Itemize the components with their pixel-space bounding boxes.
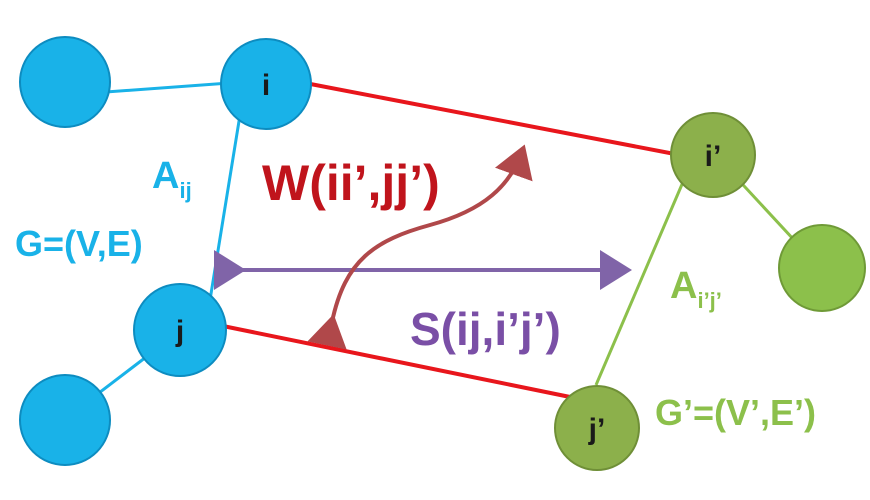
node-g2-j xyxy=(554,385,640,471)
match-edge-i-i2 xyxy=(299,80,681,157)
node-g-j xyxy=(133,283,227,377)
edge-label-aij: Aij xyxy=(152,155,192,203)
edge-g2-i-j xyxy=(594,181,685,386)
graph-g-label: G=(V,E) xyxy=(15,223,143,264)
node-g-j-label: j xyxy=(175,315,184,348)
edge-g-i-j xyxy=(208,114,242,301)
node-g-bottomleft xyxy=(19,374,111,466)
node-g2-i-label: i’ xyxy=(705,140,722,173)
node-g-i-label: i xyxy=(262,69,270,102)
graph-g2-label: G’=(V’,E’) xyxy=(655,392,816,433)
node-g2-i xyxy=(670,112,756,198)
edge-label-ai2j2: Ai’j’ xyxy=(670,265,722,313)
node-g2-right xyxy=(778,224,866,312)
node-g-topleft xyxy=(19,36,111,128)
match-edge-j-j2 xyxy=(217,323,576,400)
w-affinity-label: W(ii’,jj’) xyxy=(262,155,440,211)
s-similarity-label: S(ij,i’j’) xyxy=(410,303,561,355)
node-g2-j-label: j’ xyxy=(588,413,606,446)
w-curved-arrow xyxy=(307,144,533,350)
node-g-i xyxy=(220,38,312,130)
